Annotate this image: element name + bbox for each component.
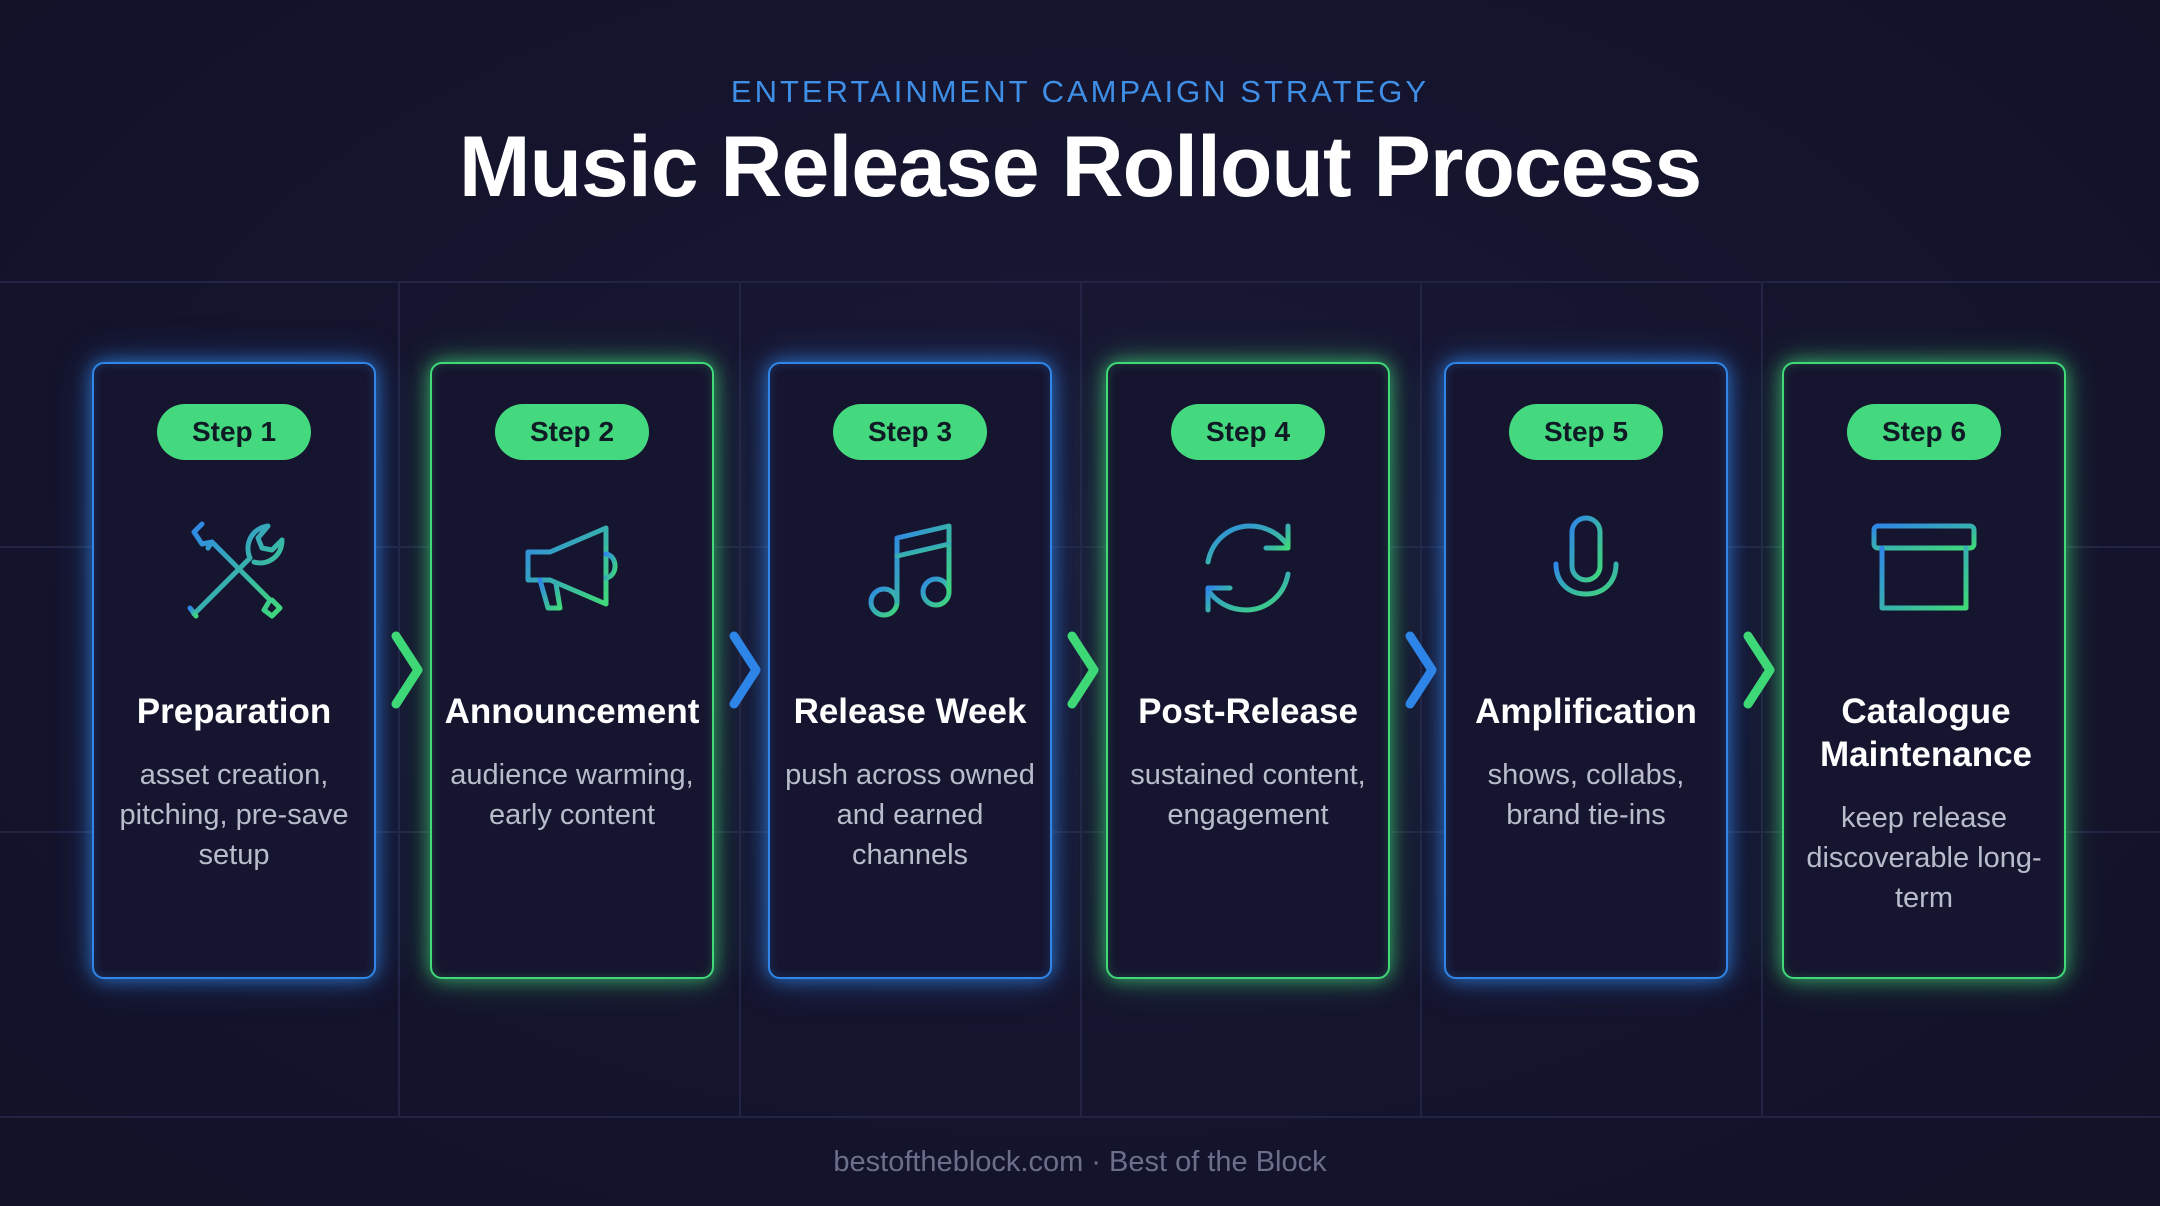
step-badge: Step 3 bbox=[833, 404, 987, 460]
megaphone-icon bbox=[510, 506, 634, 630]
grid-line bbox=[0, 1116, 2160, 1118]
step-card-3: Step 3 Release Week bbox=[768, 362, 1052, 979]
chevron-right-icon bbox=[1064, 630, 1104, 710]
step-badge: Step 5 bbox=[1509, 404, 1663, 460]
microphone-icon bbox=[1524, 506, 1648, 630]
step-title: Announcement bbox=[444, 692, 700, 731]
step-description: asset creation, pitching, pre-save setup bbox=[119, 759, 349, 871]
chevron-right-icon bbox=[1740, 630, 1780, 710]
step-badge: Step 4 bbox=[1171, 404, 1325, 460]
step-description: audience warming, early content bbox=[450, 759, 694, 831]
step-badge: Step 2 bbox=[495, 404, 649, 460]
step-description: push across owned and earned channels bbox=[785, 759, 1035, 871]
tools-icon bbox=[172, 506, 296, 630]
step-title: Release Week bbox=[793, 692, 1027, 731]
step-card-5: Step 5 Amplification bbox=[1444, 362, 1728, 979]
step-card-2: Step 2 Annou bbox=[430, 362, 714, 979]
footer-credit: bestoftheblock.com · Best of the Block bbox=[833, 1146, 1327, 1178]
page-title: Music Release Rollout Process bbox=[458, 119, 1702, 215]
chevron-right-icon bbox=[726, 630, 766, 710]
step-title: Catalogue Maintenance bbox=[1820, 692, 2032, 774]
step-description: sustained content, engagement bbox=[1130, 759, 1366, 831]
step-description: shows, collabs, brand tie-ins bbox=[1487, 759, 1685, 831]
step-title: Amplification bbox=[1475, 692, 1697, 731]
grid-line bbox=[1420, 283, 1422, 1117]
grid-line bbox=[1761, 283, 1763, 1117]
refresh-icon bbox=[1186, 506, 1310, 630]
music-note-icon bbox=[848, 506, 972, 630]
chevron-right-icon bbox=[388, 630, 428, 710]
step-card-6: Step 6 Catalogue Maintenance kee bbox=[1782, 362, 2066, 979]
step-card-1: Step 1 Prepa bbox=[92, 362, 376, 979]
step-description: keep release discoverable long-term bbox=[1806, 802, 2042, 914]
grid-line bbox=[1080, 283, 1082, 1117]
eyebrow-label: ENTERTAINMENT CAMPAIGN STRATEGY bbox=[730, 74, 1430, 109]
step-card-4: Step 4 Post-Release bbox=[1106, 362, 1390, 979]
step-title: Preparation bbox=[136, 692, 332, 731]
process-steps: Step 1 Prepa bbox=[92, 362, 2070, 983]
grid-line bbox=[0, 281, 2160, 283]
chevron-right-icon bbox=[1402, 630, 1442, 710]
archive-box-icon bbox=[1862, 506, 1986, 630]
step-badge: Step 1 bbox=[157, 404, 311, 460]
step-title: Post-Release bbox=[1138, 692, 1358, 731]
step-badge: Step 6 bbox=[1847, 404, 2001, 460]
